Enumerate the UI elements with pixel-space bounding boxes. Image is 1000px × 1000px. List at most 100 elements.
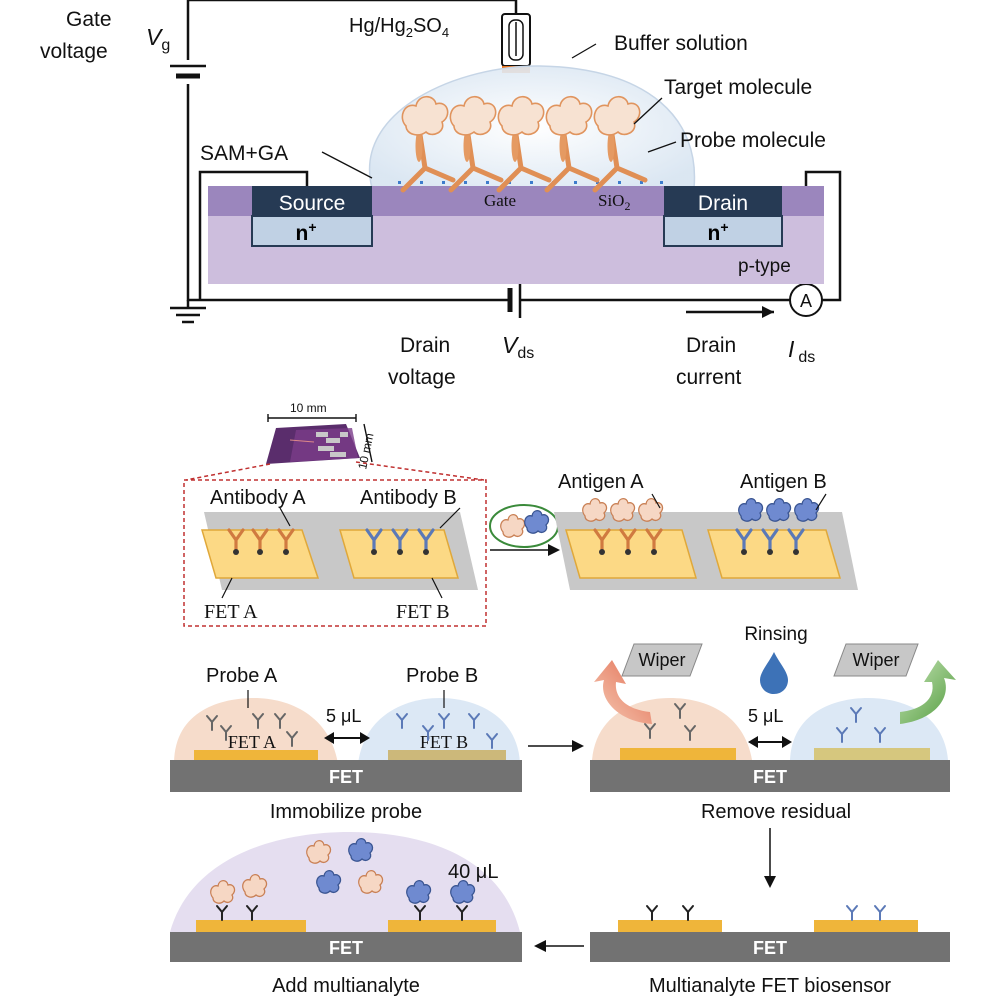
electrode-tail: SO — [413, 15, 442, 37]
ammeter-label: A — [800, 291, 812, 311]
gate-label: Gate — [484, 191, 516, 210]
antigen-a-label: Antigen A — [558, 471, 644, 493]
source-plus-sup: + — [308, 219, 316, 235]
drain-electrode: Drain n+ — [663, 186, 783, 247]
antibody-b-label: Antibody B — [360, 487, 457, 509]
p-type-label: p-type — [738, 256, 791, 277]
drain-battery-icon — [507, 282, 522, 318]
multiplex-chip-section: 10 mm 10 mm Antibody A Antibody B FET A … — [183, 401, 858, 627]
wiper-left: Wiper — [621, 643, 703, 677]
drain-label: Drain — [698, 192, 748, 215]
process-section: FET FET A FET B Probe A Probe B 5 μL Imm… — [170, 624, 956, 997]
gate-voltage-line2: voltage — [40, 40, 108, 63]
gate-voltage-line1: Gate — [66, 8, 112, 31]
fet-label-4: FET — [329, 938, 363, 958]
electrode-label: Hg/Hg — [349, 15, 406, 37]
wiper-right: Wiper — [833, 643, 919, 677]
fet-a-drop-label: FET A — [228, 732, 276, 752]
rinsing-drop-icon — [760, 652, 788, 694]
fet-label-1: FET — [329, 767, 363, 787]
fet-bar-4 — [170, 932, 522, 962]
step-immobilize: FET FET A FET B Probe A Probe B 5 μL Imm… — [170, 665, 522, 823]
rinsing-label: Rinsing — [744, 624, 807, 645]
step-add-multianalyte: FET 40 μL Add multianalyte — [170, 832, 522, 997]
ids-symbol: I — [788, 336, 795, 362]
chip-width-label: 10 mm — [290, 401, 327, 415]
volume-label-40: 40 μL — [448, 861, 498, 883]
svg-text:Hg/Hg2SO4: Hg/Hg2SO4 — [349, 15, 449, 40]
immobilized-probes-b — [846, 905, 886, 921]
reference-electrode-icon — [501, 13, 531, 73]
vg-symbol: V — [146, 24, 164, 50]
step-arrow-icon-1 — [572, 740, 584, 752]
svg-text:n+: n+ — [707, 219, 728, 245]
source-n-plus-label: n — [295, 222, 308, 245]
double-arrow-icon-1 — [324, 732, 370, 744]
volume-label-1: 5 μL — [326, 706, 361, 726]
antigen-b-label: Antigen B — [740, 471, 827, 493]
fet-bar-1 — [170, 760, 522, 792]
fet-a-pad-after — [565, 529, 697, 579]
wiper-right-label: Wiper — [852, 650, 899, 670]
wiper-left-label: Wiper — [638, 650, 685, 670]
antibody-a-label: Antibody A — [210, 487, 306, 509]
vg-sub: g — [161, 37, 170, 54]
middle-leader-lines — [221, 507, 461, 599]
svg-text:Ids: Ids — [788, 336, 815, 366]
source-electrode: Source n+ — [251, 186, 373, 247]
drain-current-line2: current — [676, 366, 742, 389]
ammeter-icon: A — [789, 283, 823, 317]
sam-ga-label: SAM+GA — [200, 142, 288, 165]
drain-current-arrow-icon — [762, 306, 774, 318]
zoom-lines — [183, 461, 487, 627]
gate-battery-icon — [170, 64, 206, 79]
wipe-arrow-right-icon — [900, 660, 956, 724]
vds-sub: ds — [517, 345, 534, 362]
antigen-leader-lines — [651, 493, 827, 511]
buffer-solution-label: Buffer solution — [614, 32, 748, 55]
add-multianalyte-label: Add multianalyte — [272, 975, 420, 997]
step-remove-residual: FET 5 μL Wiper Wiper — [590, 624, 956, 823]
leader-lines — [321, 43, 677, 179]
biosensor-label: Multianalyte FET biosensor — [649, 975, 891, 997]
immobilized-probes-a — [646, 905, 694, 921]
step-biosensor: FET Multianalyte FET biosensor — [590, 905, 950, 997]
fet-label-3: FET — [753, 938, 787, 958]
fet-bar-2 — [590, 760, 950, 792]
fet-b-label: FET B — [396, 601, 450, 623]
drain-plus-sup: + — [720, 219, 728, 235]
probe-molecule-label: Probe molecule — [680, 129, 826, 152]
fet-b-drop-label: FET B — [420, 732, 468, 752]
ground-icon — [170, 306, 206, 324]
vds-symbol: V — [502, 332, 520, 358]
drain-voltage-line2: voltage — [388, 366, 456, 389]
electrode-sub: 2 — [406, 25, 413, 40]
fet-label-2: FET — [753, 767, 787, 787]
probe-a-label: Probe A — [206, 665, 278, 687]
fet-b-pad-after — [707, 529, 841, 579]
fet-a-label: FET A — [204, 601, 258, 623]
wipe-arrow-left-icon — [594, 660, 652, 724]
chip-photo: 10 mm 10 mm — [266, 401, 377, 471]
ids-sub: ds — [798, 349, 815, 366]
add-antigen-arrow-icon — [548, 544, 560, 556]
step-arrow-icon-2 — [764, 876, 776, 888]
remove-residual-label: Remove residual — [701, 801, 851, 823]
source-label: Source — [279, 192, 346, 215]
fet-circuit-diagram: A — [40, 0, 842, 389]
sio2-sub: 2 — [624, 199, 630, 213]
sio2-label: SiO — [598, 191, 624, 210]
volume-label-2: 5 μL — [748, 706, 783, 726]
electrode-sub2: 4 — [442, 25, 449, 40]
immobilize-label: Immobilize probe — [270, 801, 422, 823]
step-arrow-icon-3 — [534, 940, 546, 952]
svg-text:Vg: Vg — [146, 24, 170, 54]
fet-bar-3 — [590, 932, 950, 962]
svg-text:SiO2: SiO2 — [598, 191, 630, 213]
drain-current-line1: Drain — [686, 334, 736, 357]
drain-n-plus-label: n — [707, 222, 720, 245]
probe-b-label: Probe B — [406, 665, 478, 687]
double-arrow-icon-2 — [748, 736, 792, 748]
svg-text:Vds: Vds — [502, 332, 534, 362]
